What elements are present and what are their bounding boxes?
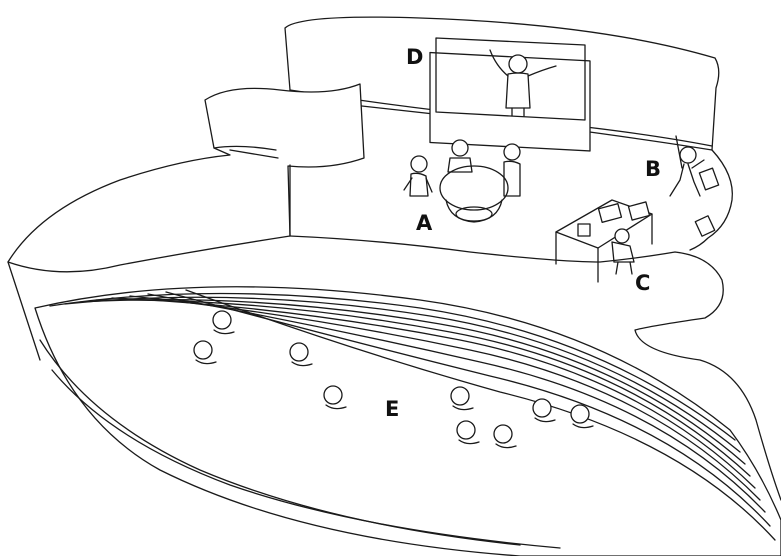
audience	[193, 310, 594, 449]
label-b: B	[645, 157, 661, 181]
label-d: D	[406, 45, 423, 69]
floor-curve-right	[689, 149, 733, 251]
left-wall	[7, 83, 365, 361]
label-a: A	[416, 211, 433, 235]
group-a-table	[403, 139, 521, 223]
label-c: C	[635, 271, 650, 295]
screen-d	[429, 37, 591, 152]
floor-outline	[289, 235, 781, 501]
label-e: E	[385, 397, 399, 421]
group-c-desk	[555, 199, 653, 283]
seating-tiers	[34, 286, 781, 556]
group-b-person	[669, 135, 720, 237]
